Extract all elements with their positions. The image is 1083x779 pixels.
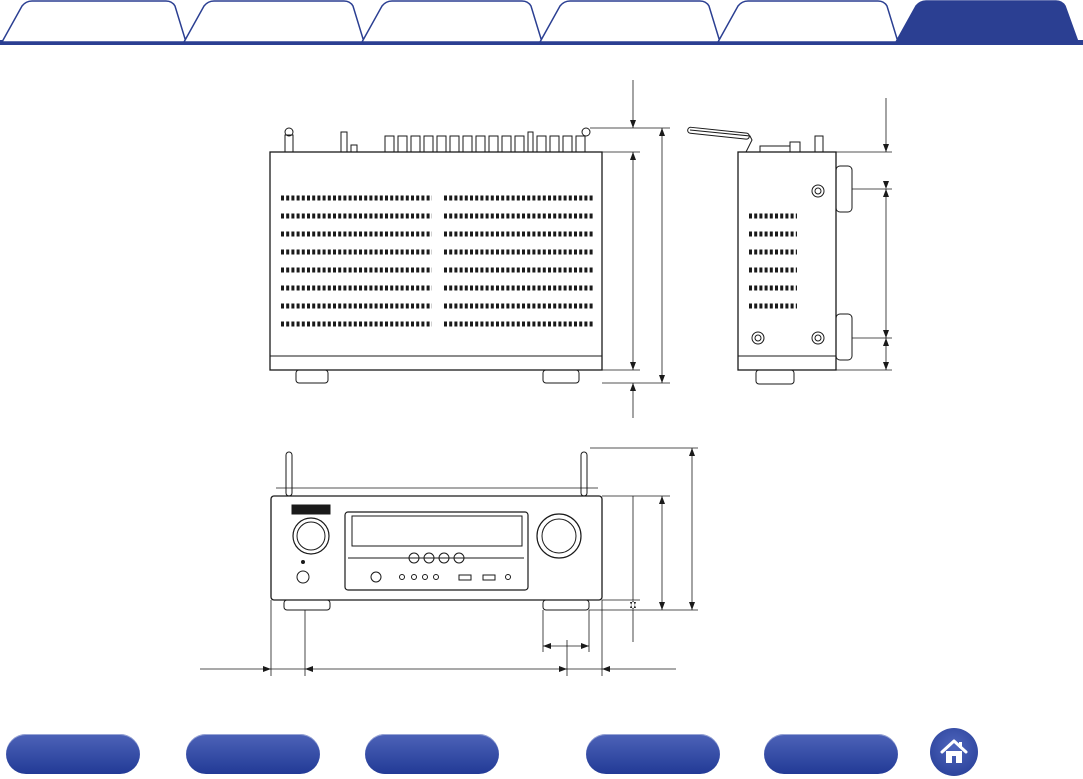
vent-slots xyxy=(281,198,594,324)
receiver-top-view xyxy=(270,80,670,418)
side-view-dimensions xyxy=(836,98,892,370)
nav-button-1[interactable] xyxy=(6,734,140,774)
receiver-dimension-illustration xyxy=(0,46,1083,716)
bottom-navigation xyxy=(0,726,1083,779)
tab-3-button[interactable] xyxy=(364,0,542,42)
side-vent-slots xyxy=(749,216,797,306)
nav-button-5[interactable] xyxy=(764,734,898,774)
nav-button-4[interactable] xyxy=(586,734,720,774)
tab-5-button[interactable] xyxy=(720,0,898,42)
brand-logo-badge xyxy=(292,505,330,514)
tab-1-button[interactable] xyxy=(2,0,186,42)
dimension-drawing xyxy=(0,46,1083,716)
tab-4-button[interactable] xyxy=(542,0,720,42)
tab-bar xyxy=(0,0,1083,46)
front-view-dimensions xyxy=(200,448,698,676)
rear-connectors xyxy=(385,128,590,152)
tab-6-button[interactable] xyxy=(898,0,1078,42)
home-icon xyxy=(938,736,970,768)
nav-button-3[interactable] xyxy=(365,734,499,774)
top-view-dimensions xyxy=(586,80,670,418)
nav-button-2[interactable] xyxy=(186,734,320,774)
tab-2-button[interactable] xyxy=(186,0,364,42)
home-button[interactable] xyxy=(930,728,978,776)
receiver-front-view xyxy=(200,448,698,676)
receiver-side-view xyxy=(687,98,892,384)
